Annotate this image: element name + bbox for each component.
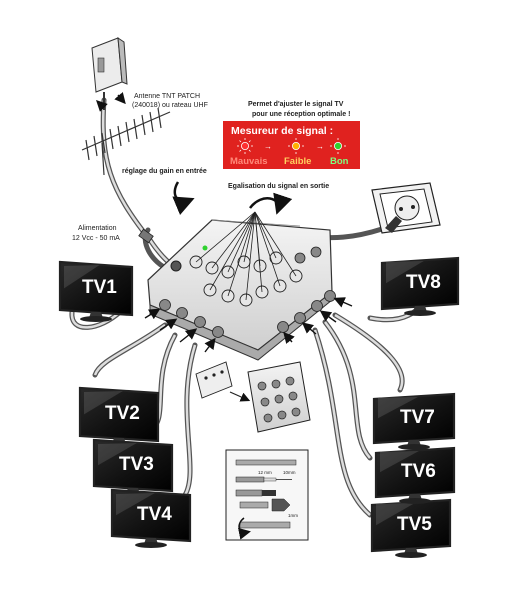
power-label-line2: 12 Vcc - 50 mA bbox=[72, 235, 120, 242]
arrow-right-icon: → bbox=[264, 142, 272, 151]
gain-label: réglage du gain en entrée bbox=[122, 168, 207, 175]
led-good-icon bbox=[330, 138, 346, 154]
tv-label: TV3 bbox=[119, 454, 154, 475]
tv-set-1: TV1 bbox=[58, 260, 134, 322]
tv-set-6: TV6 bbox=[374, 446, 456, 504]
gain-arrow bbox=[172, 181, 195, 215]
equalization-label: Egalisation du signal en sortie bbox=[228, 183, 329, 190]
signal-level-good: Bon bbox=[330, 156, 349, 167]
signal-meter-panel: Mesureur de signal : → → bbox=[223, 121, 360, 169]
tv-set-8: TV8 bbox=[380, 256, 460, 316]
tv-label: TV5 bbox=[397, 514, 432, 535]
tv-set-4: TV4 bbox=[110, 488, 192, 548]
tv-set-5: TV5 bbox=[370, 498, 452, 558]
adjust-note-line1: Permet d'ajuster le signal TV bbox=[248, 101, 344, 108]
tv-label: TV7 bbox=[400, 407, 435, 428]
tv-label: TV8 bbox=[406, 272, 441, 293]
signal-meter-title: Mesureur de signal : bbox=[231, 125, 333, 137]
measure-10mm-label: 10mm bbox=[283, 470, 296, 475]
equalization-arrow bbox=[249, 192, 293, 215]
tv-label: TV1 bbox=[82, 277, 117, 298]
antenna-arrows bbox=[96, 91, 126, 112]
tv-set-2: TV2 bbox=[78, 386, 160, 448]
arrow-right-icon: → bbox=[316, 142, 324, 151]
antenna-label-line2: (240018) ou rateau UHF bbox=[132, 102, 208, 109]
output-connectors bbox=[159, 246, 336, 338]
signal-level-weak: Faible bbox=[284, 156, 311, 167]
power-plug bbox=[138, 228, 154, 244]
uhf-antenna bbox=[81, 107, 171, 176]
adjust-note-line2: pour une réception optimale ! bbox=[252, 111, 350, 118]
tv-set-7: TV7 bbox=[372, 392, 456, 450]
tv-label: TV6 bbox=[401, 461, 436, 482]
tv-set-3: TV3 bbox=[92, 438, 174, 498]
signal-level-bad: Mauvais bbox=[230, 156, 268, 167]
measure-12mm-label: 12 mm bbox=[258, 470, 272, 475]
cable-guide: 12 mm 10mm 1mm bbox=[225, 449, 309, 541]
power-label-line1: Alimentation bbox=[78, 225, 117, 232]
antenna-label-line1: Antenne TNT PATCH bbox=[134, 93, 200, 100]
wall-socket bbox=[371, 182, 441, 234]
wall-mount-detail bbox=[195, 361, 311, 433]
tv-label: TV2 bbox=[105, 403, 140, 424]
patch-antenna bbox=[91, 37, 128, 110]
amplifier-box bbox=[147, 211, 336, 361]
measure-1mm-label: 1mm bbox=[288, 513, 298, 518]
led-weak-icon bbox=[288, 138, 304, 154]
led-bad-icon bbox=[237, 138, 253, 154]
gain-led bbox=[202, 245, 208, 251]
tv-label: TV4 bbox=[137, 504, 172, 525]
